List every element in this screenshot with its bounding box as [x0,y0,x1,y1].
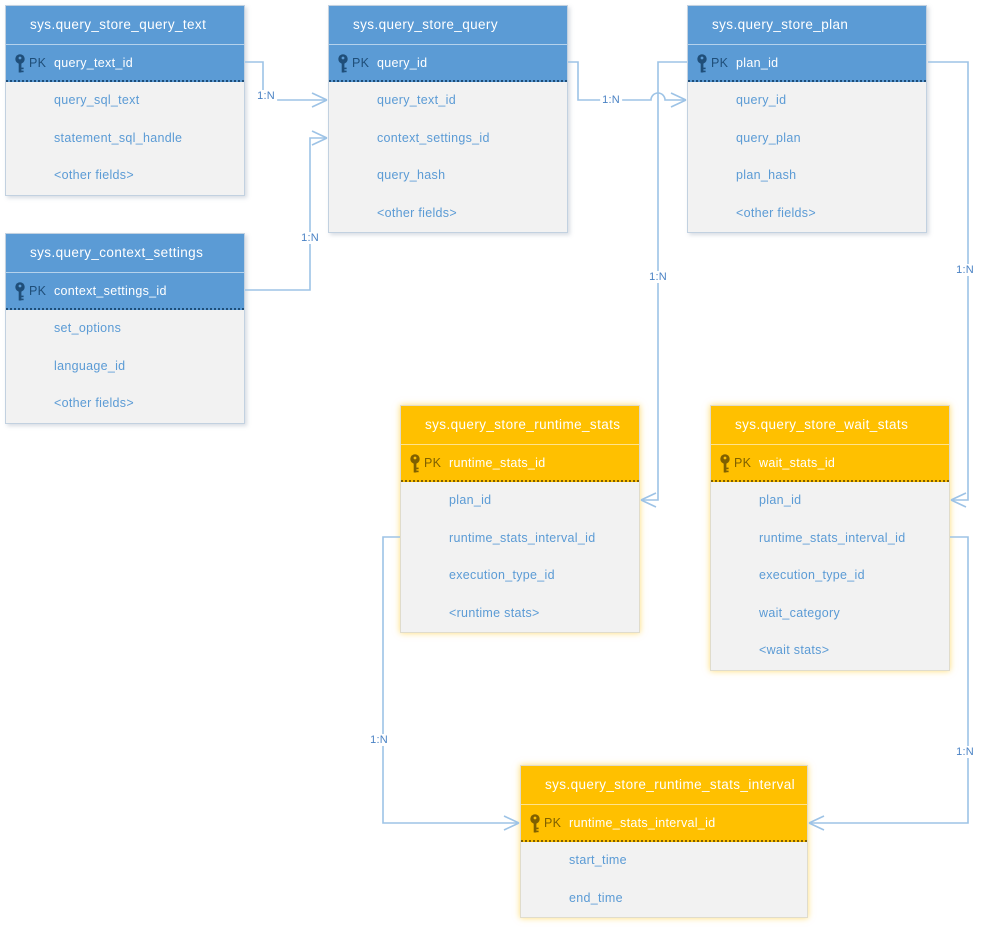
cardinality-label: 1:N [954,264,976,276]
pk-label: PK [544,816,562,830]
pk-row: PK plan_id [688,44,926,82]
pk-field-name: query_text_id [54,56,133,70]
primary-key-icon [720,454,730,473]
pk-field-name: runtime_stats_id [449,456,546,470]
pk-field-name: context_settings_id [54,284,167,298]
cardinality-label: 1:N [954,746,976,758]
field-row: plan_id [759,493,802,507]
field-row: set_options [54,321,122,335]
table-title: sys.query_store_plan [688,6,926,44]
pk-label: PK [29,284,47,298]
arrowhead-icon [808,815,825,831]
relation-line [568,61,685,101]
field-row: start_time [569,853,627,867]
table-title: sys.query_store_query [329,6,567,44]
pk-label: PK [424,456,442,470]
table-query-context-settings[interactable]: sys.query_context_settings PK context_se… [5,233,245,424]
arrowhead-icon [503,815,520,831]
pk-field-name: plan_id [736,56,779,70]
cardinality-label: 1:N [368,734,390,746]
pk-row: PK wait_stats_id [711,444,949,482]
pk-label: PK [711,56,729,70]
cardinality-label: 1:N [255,90,277,102]
field-row: query_hash [377,168,446,182]
field-row: plan_id [449,493,492,507]
arrowhead-icon [640,492,657,508]
field-row: execution_type_id [759,568,865,582]
table-title: sys.query_store_runtime_stats_interval [521,766,807,804]
field-row: query_id [736,93,787,107]
pk-field-name: wait_stats_id [759,456,836,470]
field-row: <other fields> [736,205,816,220]
field-row: <wait stats> [759,643,830,657]
arrowhead-icon [311,130,328,146]
pk-row: PK context_settings_id [6,272,244,310]
field-row: query_plan [736,130,801,145]
field-row: <other fields> [54,168,134,182]
arrowhead-icon [950,492,967,508]
field-row: <runtime stats> [449,605,540,620]
pk-row: PK query_id [329,44,567,82]
table-query-store-query-text[interactable]: sys.query_store_query_text PK query_text… [5,5,245,196]
field-row: wait_category [759,605,841,620]
pk-field-name: runtime_stats_interval_id [569,816,716,830]
primary-key-icon [410,454,420,473]
field-row: query_text_id [377,93,456,107]
relation-context-settings-to-query [245,130,328,291]
cardinality-label: 1:N [600,94,622,106]
field-row: plan_hash [736,168,797,182]
field-row: runtime_stats_interval_id [759,530,906,545]
field-row: context_settings_id [377,130,490,145]
field-row: statement_sql_handle [54,130,183,145]
arrowhead-icon [670,92,687,108]
table-title: sys.query_store_runtime_stats [401,406,639,444]
cardinality-label: 1:N [647,271,669,283]
primary-key-icon [530,814,540,833]
table-query-store-plan[interactable]: sys.query_store_plan PK plan_id query_id… [687,5,927,233]
pk-label: PK [734,456,752,470]
field-row: end_time [569,890,623,905]
relation-plan-to-runtime-stats [640,61,687,508]
field-row: <other fields> [377,205,457,220]
table-query-store-runtime-stats-interval[interactable]: sys.query_store_runtime_stats_interval P… [520,765,808,918]
table-query-store-query[interactable]: sys.query_store_query PK query_id query_… [328,5,568,233]
primary-key-icon [338,54,348,73]
primary-key-icon [15,54,25,73]
pk-label: PK [29,56,47,70]
pk-row: PK runtime_stats_interval_id [521,804,807,842]
field-row: execution_type_id [449,568,555,582]
table-title: sys.query_store_wait_stats [711,406,949,444]
cardinality-label: 1:N [299,232,321,244]
arrowhead-icon [311,92,328,108]
table-query-store-runtime-stats[interactable]: sys.query_store_runtime_stats PK runtime… [400,405,640,633]
primary-key-icon [697,54,707,73]
field-row: <other fields> [54,396,134,410]
pk-row: PK query_text_id [6,44,244,82]
pk-row: PK runtime_stats_id [401,444,639,482]
table-query-store-wait-stats[interactable]: sys.query_store_wait_stats PK wait_stats… [710,405,950,671]
relation-query-to-plan [568,61,687,108]
relation-line [245,137,326,291]
field-row: query_sql_text [54,93,140,107]
pk-field-name: query_id [377,56,428,70]
field-row: runtime_stats_interval_id [449,530,596,545]
primary-key-icon [15,282,25,301]
field-row: language_id [54,358,126,373]
pk-label: PK [352,56,370,70]
table-title: sys.query_context_settings [6,234,244,272]
table-title: sys.query_store_query_text [6,6,244,44]
